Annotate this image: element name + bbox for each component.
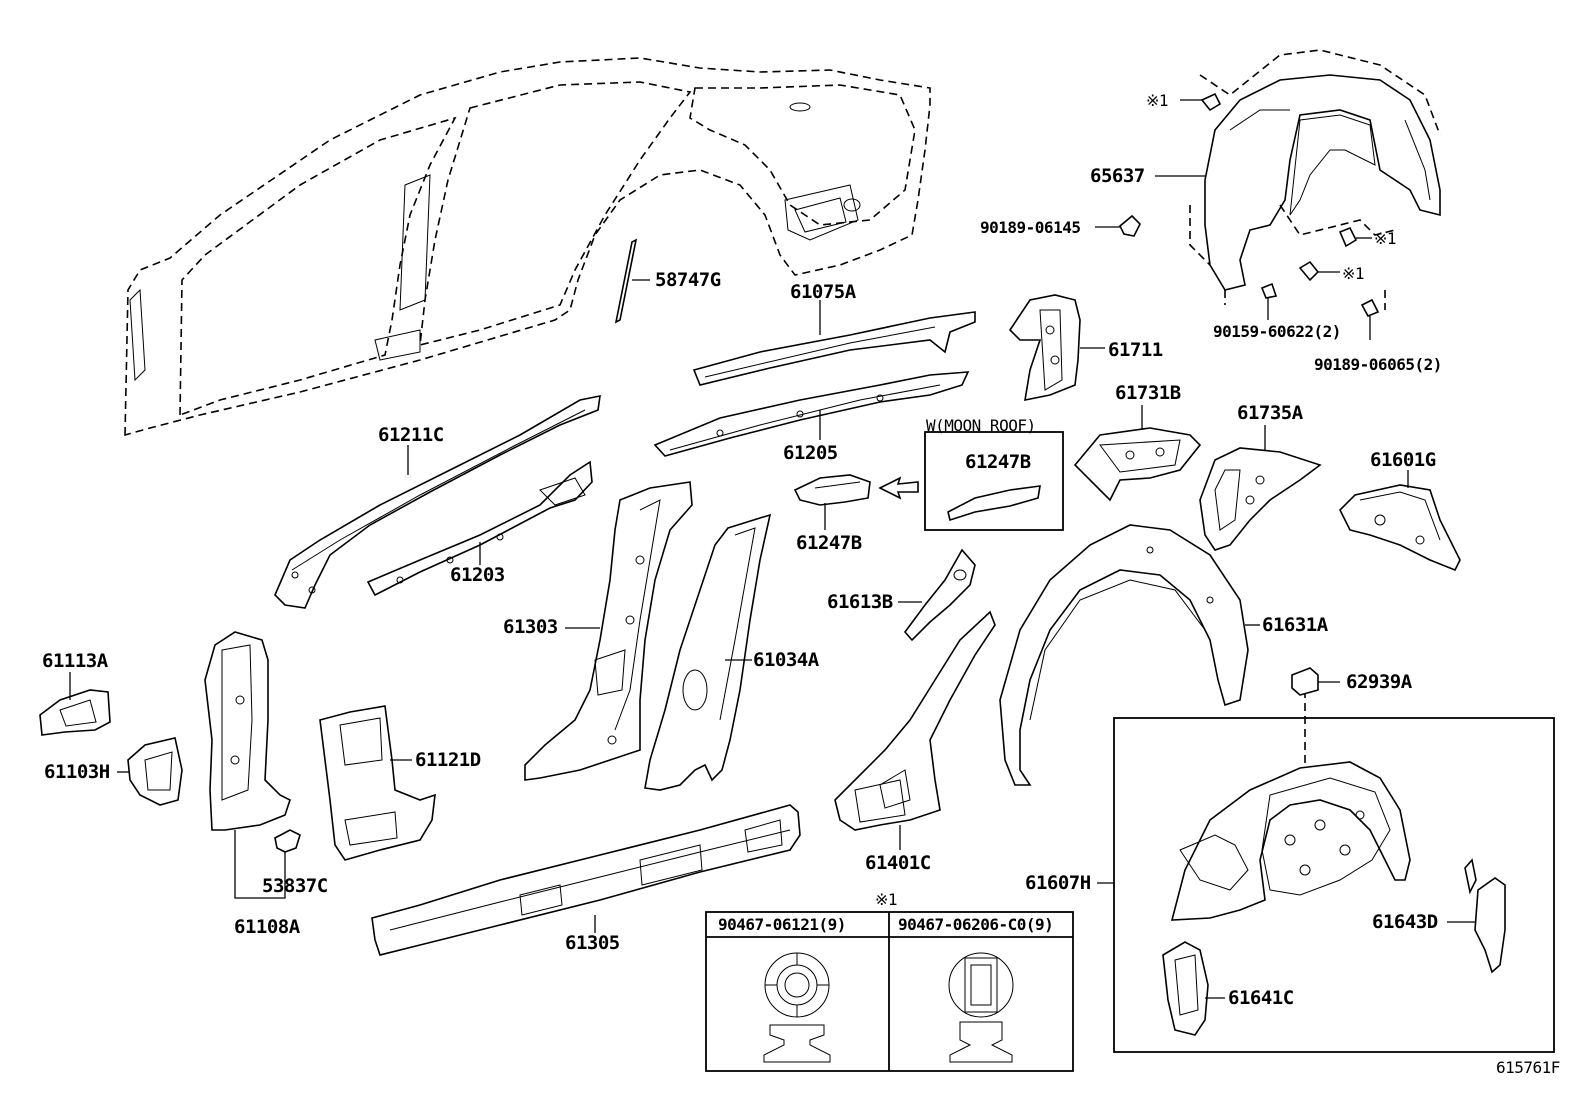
part-61211C <box>274 394 601 609</box>
label-61305: 61305 <box>565 932 620 954</box>
label-61075A: 61075A <box>790 281 856 303</box>
label-note-1c: ※1 <box>1342 264 1365 283</box>
label-90159-60622: 90159-60622(2) <box>1213 322 1341 341</box>
part-58747G <box>614 238 638 324</box>
label-61203: 61203 <box>450 564 505 586</box>
label-61601G: 61601G <box>1370 449 1436 471</box>
label-61247B: 61247B <box>796 532 862 554</box>
label-61711: 61711 <box>1108 339 1163 361</box>
part-61401C <box>834 610 996 850</box>
part-61641C <box>1162 941 1225 1036</box>
part-61711 <box>1008 294 1105 402</box>
label-note-1b: ※1 <box>1374 229 1397 248</box>
figure-id: 615761F <box>1496 1058 1560 1077</box>
part-61631A <box>999 524 1260 786</box>
label-61211C: 61211C <box>378 424 444 446</box>
part-61601G <box>1339 470 1461 572</box>
label-90189-06065: 90189-06065(2) <box>1314 355 1442 374</box>
part-61103H <box>117 737 183 806</box>
label-61607H: 61607H <box>1025 872 1091 894</box>
clip-table <box>705 911 1074 1072</box>
label-53837C: 53837C <box>262 875 328 897</box>
label-65637: 65637 <box>1090 165 1145 187</box>
part-61121D <box>319 705 436 861</box>
label-61643D: 61643D <box>1372 911 1438 933</box>
label-58747G: 58747G <box>655 269 721 291</box>
part-61607H <box>1170 761 1411 921</box>
detail-box-61607H <box>1113 717 1555 1053</box>
part-61034A <box>644 513 772 791</box>
part-61643D <box>1447 858 1506 974</box>
label-61303: 61303 <box>503 616 558 638</box>
label-61108A: 61108A <box>234 916 300 938</box>
label-61641C: 61641C <box>1228 987 1294 1009</box>
label-62939A: 62939A <box>1346 671 1412 693</box>
label-61113A: 61113A <box>42 650 108 672</box>
body-side-panel <box>124 57 931 437</box>
part-61247B <box>793 474 919 530</box>
arrow-icon <box>878 476 919 500</box>
label-moonroof: W(MOON ROOF) <box>926 416 1036 435</box>
label-clip-a: 90467-06121(9) <box>718 915 846 934</box>
part-61108A <box>204 631 291 899</box>
part-61113A <box>39 672 111 736</box>
label-61735A: 61735A <box>1237 402 1303 424</box>
part-62939A <box>1291 667 1319 696</box>
label-61103H: 61103H <box>44 761 110 783</box>
part-61305 <box>371 804 801 956</box>
part-61247B-moonroof <box>947 485 1041 522</box>
label-61034A: 61034A <box>753 649 819 671</box>
label-61613B: 61613B <box>827 591 893 613</box>
moonroof-box <box>924 431 1064 531</box>
part-65637 <box>1155 49 1441 310</box>
part-61075A <box>692 300 976 386</box>
label-90189-06145: 90189-06145 <box>980 218 1081 237</box>
part-61303 <box>524 481 693 781</box>
label-61121D: 61121D <box>415 749 481 771</box>
label-61247B-moonroof: 61247B <box>965 451 1031 473</box>
part-53837C <box>274 829 301 853</box>
label-clip-b: 90467-06206-C0(9) <box>898 915 1054 934</box>
part-61613B <box>898 548 976 642</box>
part-61203 <box>366 460 593 597</box>
label-61401C: 61401C <box>865 852 931 874</box>
part-61735A <box>1199 425 1322 551</box>
fasteners <box>1095 92 1380 340</box>
label-note-1a: ※1 <box>1146 91 1169 110</box>
part-61731B <box>1073 405 1202 502</box>
label-61631A: 61631A <box>1262 614 1328 636</box>
label-61731B: 61731B <box>1115 382 1181 404</box>
label-clip-note: ※1 <box>875 890 898 909</box>
label-61205: 61205 <box>783 442 838 464</box>
part-61205 <box>653 371 970 457</box>
